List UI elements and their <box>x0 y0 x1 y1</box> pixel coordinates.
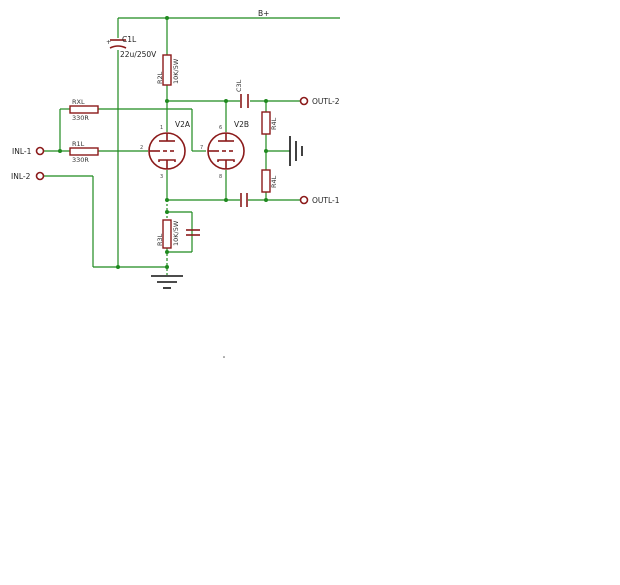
in1-terminal <box>35 146 45 156</box>
tube-v2b: V2B 6 7 8 <box>200 120 249 180</box>
junction <box>58 149 62 153</box>
v2a-pin-bottom: 3 <box>160 174 163 180</box>
resistor-r1: R1L 330R <box>69 140 99 164</box>
junction <box>264 99 268 103</box>
r2-body <box>162 54 172 86</box>
resistor-r4-bottom: R4L <box>261 169 278 193</box>
r1-value: 330R <box>72 156 89 164</box>
junction <box>165 210 169 214</box>
junction <box>264 198 268 202</box>
junction <box>224 99 228 103</box>
rxl-value: 330R <box>72 114 89 122</box>
r4-top-name: R4L <box>270 117 278 130</box>
c1-value: 22u/250V <box>120 50 157 59</box>
r2-name: R2L <box>156 71 164 84</box>
junction <box>264 149 268 153</box>
in2-label: INL-2 <box>11 172 31 181</box>
c1-plus: + <box>106 38 111 46</box>
r4-top-body <box>261 111 271 135</box>
connector-in2: INL-2 <box>11 171 45 181</box>
capacitor-out1 <box>240 193 248 207</box>
r4-bottom-name: R4L <box>270 175 278 188</box>
connector-out1: OUTL-1 <box>299 195 340 205</box>
ground-symbol-bottom <box>151 275 183 289</box>
b-plus-label: B+ <box>258 9 269 18</box>
in2-terminal <box>35 171 45 181</box>
stray-dot <box>223 356 225 358</box>
v2b-pin-top: 6 <box>219 125 222 131</box>
resistor-r4-top: R4L <box>261 111 278 135</box>
rxl-body <box>69 105 99 114</box>
junction <box>165 250 169 254</box>
out1-terminal <box>299 195 309 205</box>
v2a-pin-top: 1 <box>160 125 163 131</box>
r4-bottom-body <box>261 169 271 193</box>
connector-out2: OUTL-2 <box>299 96 340 106</box>
v2a-label: V2A <box>175 120 191 129</box>
r3-value: 10K/5W <box>172 220 180 246</box>
r1-body <box>69 147 99 156</box>
junctions <box>58 16 268 269</box>
junction <box>165 265 169 269</box>
junction <box>165 16 169 20</box>
capacitor-c1: + C1L 22u/250V <box>106 35 157 59</box>
capacitor-bypass <box>186 229 200 236</box>
resistor-r3: R3L 10K/5W <box>156 219 180 249</box>
capacitor-c3: C3L <box>235 79 249 108</box>
r3-name: R3L <box>156 233 164 246</box>
wires <box>44 17 340 275</box>
in1-label: INL-1 <box>12 147 32 156</box>
v2b-pin-bottom: 8 <box>219 174 222 180</box>
junction <box>165 99 169 103</box>
r2-value: 10K/5W <box>172 58 180 84</box>
r3-body <box>162 219 172 249</box>
c1-name: C1L <box>122 35 137 44</box>
resistor-r2: R2L 10K/5W <box>156 54 180 86</box>
out2-terminal <box>299 96 309 106</box>
c1-plate-bottom <box>109 45 127 49</box>
junction <box>165 198 169 202</box>
r1-name: R1L <box>72 140 85 148</box>
v2a-pin-left: 2 <box>140 145 143 151</box>
out1-label: OUTL-1 <box>312 196 340 205</box>
v2b-pin-left: 7 <box>200 145 203 151</box>
ground-symbol-right <box>289 136 303 166</box>
rxl-name: RXL <box>72 98 85 106</box>
tube-v2a: V2A 1 2 3 <box>140 120 191 180</box>
c3-name: C3L <box>235 79 243 92</box>
out2-label: OUTL-2 <box>312 97 340 106</box>
resistor-rxl: RXL 330R <box>69 98 99 122</box>
junction <box>116 265 120 269</box>
v2b-label: V2B <box>234 120 249 129</box>
junction <box>224 198 228 202</box>
connector-in1: INL-1 <box>12 146 45 156</box>
